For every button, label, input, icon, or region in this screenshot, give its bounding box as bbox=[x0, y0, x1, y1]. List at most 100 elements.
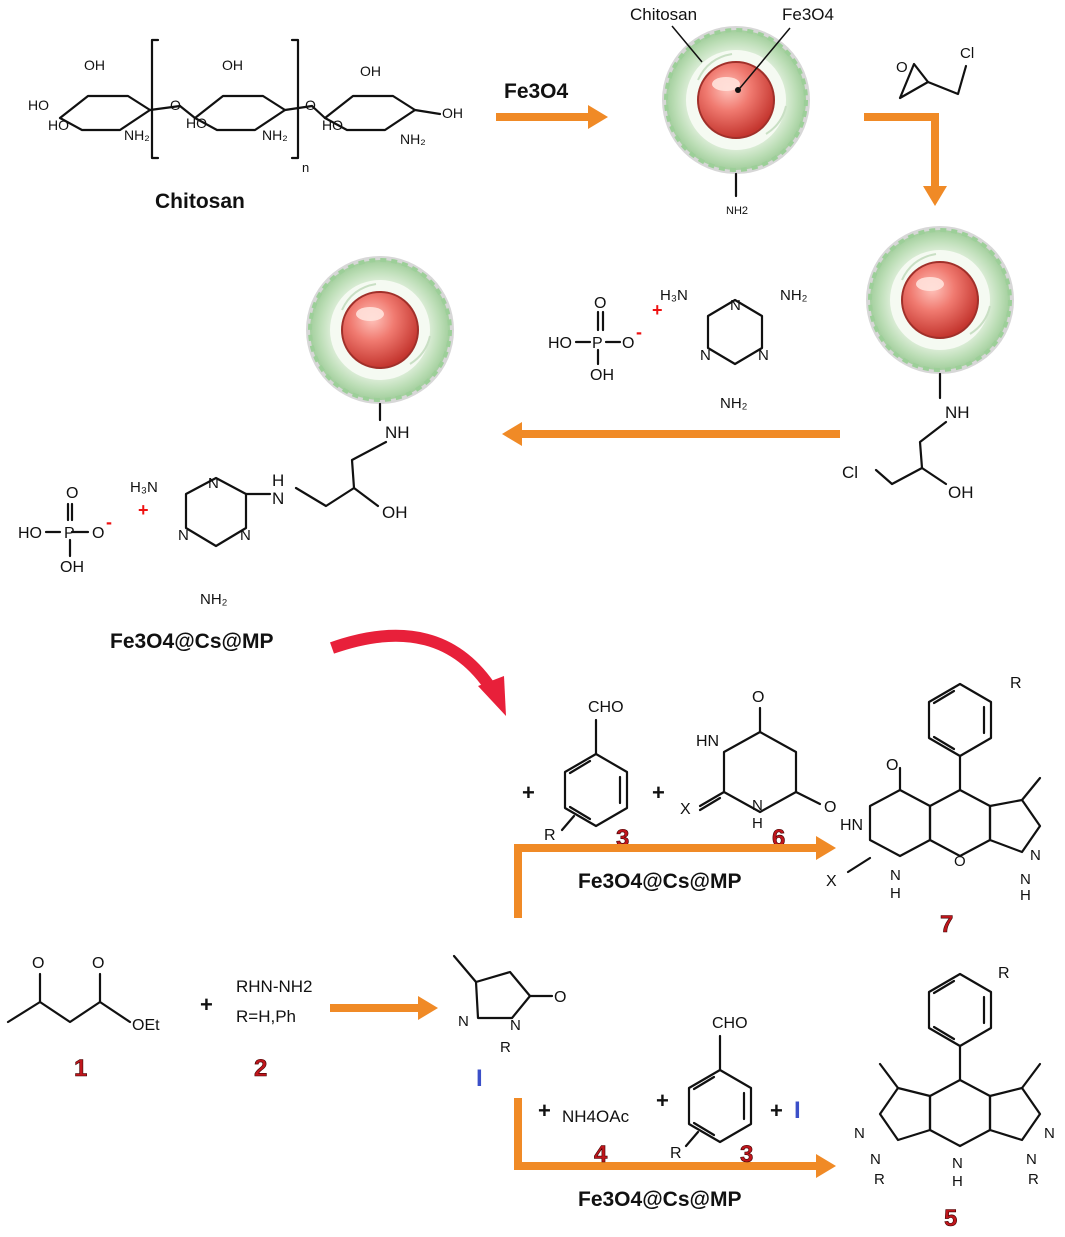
svg-text:H: H bbox=[890, 885, 901, 902]
svg-text:R: R bbox=[874, 1171, 885, 1188]
svg-text:7: 7 bbox=[940, 911, 953, 938]
svg-text:HN: HN bbox=[840, 817, 863, 834]
svg-text:I: I bbox=[794, 1097, 801, 1124]
svg-text:Cl: Cl bbox=[960, 45, 974, 62]
hydrazine-label: RHN-NH2 bbox=[236, 977, 313, 996]
svg-text:OH: OH bbox=[948, 483, 974, 502]
svg-text:H₃N: H₃N bbox=[660, 287, 688, 304]
benzaldehyde-3b bbox=[684, 1034, 753, 1148]
chitosan-label: Chitosan bbox=[155, 190, 245, 213]
svg-text:N: N bbox=[1026, 1151, 1037, 1168]
arrow-to-5 bbox=[514, 1098, 818, 1170]
svg-text:OH: OH bbox=[382, 503, 408, 522]
epichlorohydrin: O Cl bbox=[896, 45, 974, 100]
pyrazolone-I: O N N R bbox=[452, 954, 566, 1056]
svg-text:3: 3 bbox=[740, 1141, 753, 1168]
svg-text:OH: OH bbox=[222, 57, 243, 73]
svg-text:+: + bbox=[652, 300, 663, 320]
svg-text:NH: NH bbox=[385, 423, 410, 442]
curved-arrow bbox=[330, 629, 498, 694]
svg-text:H: H bbox=[752, 815, 763, 832]
svg-text:H: H bbox=[1020, 887, 1031, 904]
svg-text:-: - bbox=[636, 322, 642, 342]
svg-text:HN: HN bbox=[696, 733, 719, 750]
svg-text:OH: OH bbox=[442, 105, 463, 121]
svg-text:5: 5 bbox=[944, 1205, 957, 1232]
svg-text:H₃N: H₃N bbox=[130, 479, 158, 496]
svg-text:O: O bbox=[896, 59, 908, 76]
svg-text:OH: OH bbox=[60, 559, 84, 576]
r-definition: R=H,Ph bbox=[236, 1007, 296, 1026]
svg-text:O: O bbox=[305, 97, 316, 113]
svg-text:N: N bbox=[700, 347, 711, 364]
svg-text:H: H bbox=[952, 1173, 963, 1190]
svg-text:CHO: CHO bbox=[712, 1015, 748, 1032]
svg-text:HO: HO bbox=[548, 335, 572, 352]
svg-text:HO: HO bbox=[186, 115, 207, 131]
fe3o4-core-label: Fe3O4 bbox=[782, 5, 834, 24]
svg-text:OH: OH bbox=[590, 367, 614, 384]
svg-text:O: O bbox=[752, 689, 764, 706]
benzaldehyde-3a bbox=[560, 718, 629, 832]
svg-text:N: N bbox=[952, 1155, 963, 1172]
reagent-fe3o4: Fe3O4 bbox=[504, 80, 569, 103]
arrow-to-7 bbox=[514, 844, 818, 918]
ethyl-acetoacetate-1: O O OEt bbox=[6, 955, 160, 1034]
svg-text:N: N bbox=[854, 1125, 865, 1142]
svg-text:HO: HO bbox=[48, 117, 69, 133]
svg-text:N: N bbox=[890, 867, 901, 884]
svg-text:N: N bbox=[730, 297, 741, 314]
svg-text:O: O bbox=[92, 955, 104, 972]
chitosan-fe3o4-particle bbox=[660, 24, 812, 176]
catalyst-arrow-label-2: Fe3O4@Cs@MP bbox=[578, 1188, 742, 1211]
svg-text:O: O bbox=[824, 799, 836, 816]
svg-text:P: P bbox=[592, 335, 603, 352]
svg-text:N: N bbox=[458, 1013, 469, 1030]
svg-text:O: O bbox=[32, 955, 44, 972]
svg-text:4: 4 bbox=[594, 1141, 608, 1168]
svg-text:O: O bbox=[886, 757, 898, 774]
svg-text:N: N bbox=[1030, 847, 1041, 864]
svg-text:N: N bbox=[272, 489, 284, 508]
svg-text:N: N bbox=[1044, 1125, 1055, 1142]
barbituric-acid-6: O O HN N H X bbox=[680, 689, 836, 832]
catalyst-particle bbox=[304, 254, 456, 406]
svg-text:N: N bbox=[758, 347, 769, 364]
svg-text:R: R bbox=[670, 1145, 682, 1162]
svg-text:OEt: OEt bbox=[132, 1017, 160, 1034]
svg-text:+: + bbox=[138, 500, 149, 520]
svg-text:-: - bbox=[106, 512, 112, 532]
svg-text:O: O bbox=[954, 853, 966, 870]
chitosan-structure: n OH OH OH HO HO HO HO NH₂ NH₂ NH₂ OH O … bbox=[28, 38, 463, 213]
melamine-phosphate-reagent: HO P O O - OH + N N N H₃N NH₂ NH₂ bbox=[548, 287, 808, 412]
svg-text:+: + bbox=[522, 780, 535, 805]
svg-text:N: N bbox=[1020, 871, 1031, 888]
catalyst-arrow-label-1: Fe3O4@Cs@MP bbox=[578, 870, 742, 893]
repeat-subscript: n bbox=[302, 160, 309, 175]
arrow-step-2 bbox=[864, 113, 939, 188]
svg-text:R: R bbox=[544, 827, 556, 844]
svg-text:O: O bbox=[594, 295, 606, 312]
svg-text:NH₂: NH₂ bbox=[200, 591, 228, 608]
svg-text:+: + bbox=[770, 1098, 783, 1123]
svg-text:X: X bbox=[680, 801, 691, 818]
svg-text:OH: OH bbox=[84, 57, 105, 73]
svg-text:NH₂: NH₂ bbox=[720, 395, 748, 412]
svg-text:R: R bbox=[998, 965, 1010, 982]
svg-text:N: N bbox=[208, 475, 219, 492]
svg-text:Cl: Cl bbox=[842, 463, 858, 482]
svg-text:I: I bbox=[476, 1065, 483, 1092]
epoxy-particle bbox=[864, 224, 1016, 376]
chitosan-shell-label: Chitosan bbox=[630, 5, 697, 24]
svg-text:1: 1 bbox=[74, 1055, 87, 1082]
svg-text:P: P bbox=[64, 525, 75, 542]
svg-text:NH: NH bbox=[945, 403, 970, 422]
svg-text:HO: HO bbox=[18, 525, 42, 542]
ammonium-acetate: NH4OAc bbox=[562, 1107, 630, 1126]
svg-text:N: N bbox=[178, 527, 189, 544]
svg-text:HO: HO bbox=[28, 97, 49, 113]
svg-text:CHO: CHO bbox=[588, 699, 624, 716]
svg-text:NH₂: NH₂ bbox=[400, 131, 426, 147]
svg-text:+: + bbox=[200, 992, 213, 1017]
